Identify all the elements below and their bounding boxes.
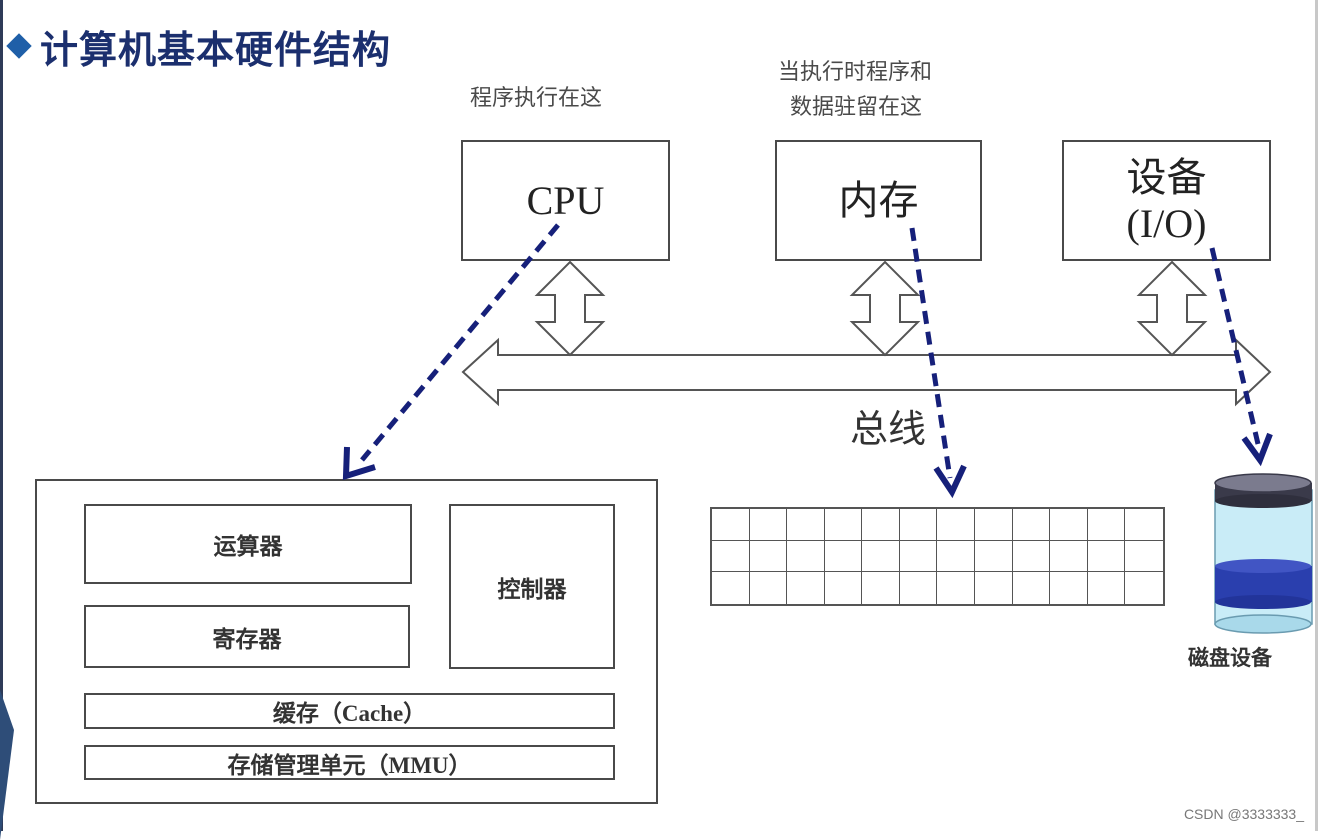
- memory-cell: [749, 509, 788, 541]
- memory-cell: [1087, 509, 1126, 541]
- cpu-bus-connector: [534, 260, 606, 357]
- controller-box: 控制器: [449, 504, 615, 669]
- memory-cell: [1088, 572, 1126, 604]
- memory-cell: [1050, 572, 1088, 604]
- alu-label: 运算器: [213, 534, 283, 559]
- cpu-zoom-arrowhead: [342, 446, 376, 481]
- left-frame-decoration: [0, 690, 14, 840]
- memory-cell: [862, 509, 900, 541]
- disk-label: 磁盘设备: [1188, 645, 1272, 670]
- device-bus-connector: [1136, 260, 1208, 357]
- memory-cell: [937, 572, 976, 604]
- cpu-zoom-dashed-line: [360, 223, 560, 462]
- system-bus-arrow: [461, 337, 1272, 407]
- memory-cell: [1012, 509, 1051, 541]
- memory-cell: [787, 509, 825, 541]
- memory-cell: [749, 540, 788, 573]
- memory-cell: [824, 540, 863, 573]
- memory-cell: [712, 509, 750, 541]
- memory-cell: [1013, 572, 1051, 604]
- slide-title: 计算机基本硬件结构: [40, 27, 392, 72]
- device-io-label: (I/O): [1126, 200, 1207, 246]
- memory-cell: [1050, 509, 1088, 541]
- watermark: CSDN @3333333_: [1183, 806, 1304, 822]
- memory-cell: [1087, 540, 1126, 573]
- memory-cell: [899, 540, 938, 573]
- memory-zoom-dashed-line: [909, 227, 953, 479]
- registers-label: 寄存器: [212, 626, 282, 652]
- memory-note-line1: 当执行时程序和: [778, 60, 933, 85]
- cache-box: 缓存（Cache）: [84, 693, 615, 729]
- device-zoom-dashed-line: [1209, 247, 1261, 445]
- left-frame-edge: [0, 0, 3, 831]
- memory-cell: [1125, 541, 1163, 573]
- bus-label: 总线: [850, 407, 927, 451]
- memory-cell-grid: [710, 507, 1165, 606]
- registers-box: 寄存器: [84, 605, 410, 668]
- slide-title-row: 计算机基本硬件结构: [6, 18, 391, 74]
- cache-label: 缓存（Cache）: [272, 701, 427, 726]
- memory-cell: [1125, 509, 1163, 541]
- memory-cell: [900, 572, 938, 604]
- memory-label: 内存: [838, 177, 919, 223]
- memory-bus-connector: [849, 260, 921, 357]
- memory-cell: [1012, 540, 1051, 573]
- device-box: 设备 (I/O): [1062, 140, 1271, 261]
- memory-cell: [787, 572, 825, 604]
- memory-cell: [750, 572, 788, 604]
- memory-cell: [1050, 540, 1088, 573]
- memory-cell: [787, 540, 825, 573]
- memory-box: 内存: [775, 140, 982, 261]
- device-label: 设备: [1126, 154, 1207, 200]
- memory-cell: [975, 572, 1013, 604]
- cpu-box: CPU: [461, 140, 670, 261]
- memory-cell: [824, 509, 863, 541]
- controller-label: 控制器: [497, 576, 567, 602]
- memory-note-line2: 数据驻留在这: [790, 95, 923, 120]
- mmu-label: 存储管理单元（MMU）: [227, 752, 472, 778]
- memory-cell: [975, 509, 1013, 541]
- memory-cell: [899, 509, 938, 541]
- memory-cell: [862, 572, 900, 604]
- device-zoom-arrowhead: [1241, 432, 1273, 467]
- right-frame-edge: [1315, 0, 1318, 831]
- memory-cell: [937, 540, 976, 573]
- memory-cell: [825, 572, 863, 604]
- memory-cell: [862, 540, 900, 573]
- memory-cell: [712, 572, 750, 604]
- memory-zoom-arrowhead: [933, 464, 967, 499]
- memory-cell: [937, 509, 976, 541]
- cpu-note: 程序执行在这: [470, 86, 603, 111]
- memory-cell: [975, 540, 1013, 573]
- disk-cylinder-icon: [1214, 473, 1313, 634]
- mmu-box: 存储管理单元（MMU）: [84, 745, 615, 780]
- alu-box: 运算器: [84, 504, 412, 584]
- cpu-label: CPU: [526, 177, 605, 223]
- memory-cell: [712, 540, 750, 573]
